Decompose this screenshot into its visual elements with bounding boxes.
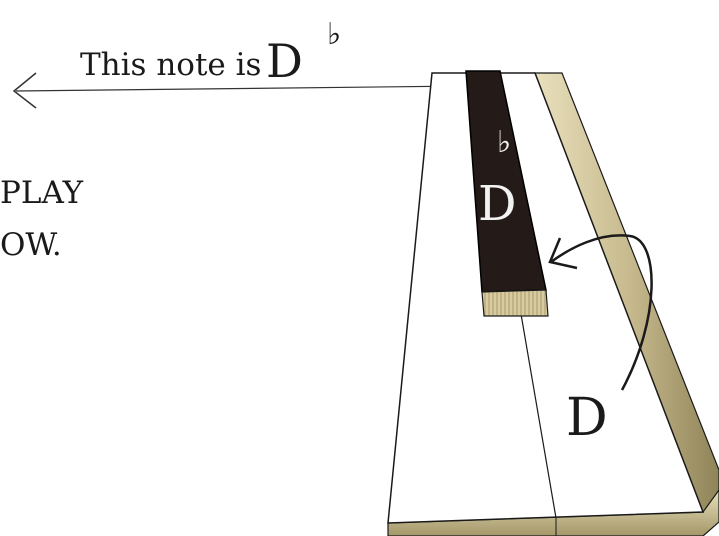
black-key-front: [481, 289, 549, 317]
pointer-arrowhead: [12, 72, 37, 109]
caption-flat-symbol: ♭: [327, 17, 342, 52]
black-key-flat-symbol: ♭: [497, 125, 512, 160]
curved-arrow: [550, 234, 653, 391]
side-text-line-2: OW.: [0, 227, 62, 263]
white-key-divider: [520, 313, 557, 519]
white-key-note-letter: D: [566, 388, 608, 448]
caption-text: This note is: [80, 47, 262, 83]
curved-arrowhead: [548, 237, 578, 270]
pointer-arrow-line: [15, 85, 469, 92]
black-key-note-letter: D: [478, 176, 517, 232]
side-text-line-1: PLAY: [0, 175, 84, 211]
caption-note-letter: D: [266, 34, 303, 88]
